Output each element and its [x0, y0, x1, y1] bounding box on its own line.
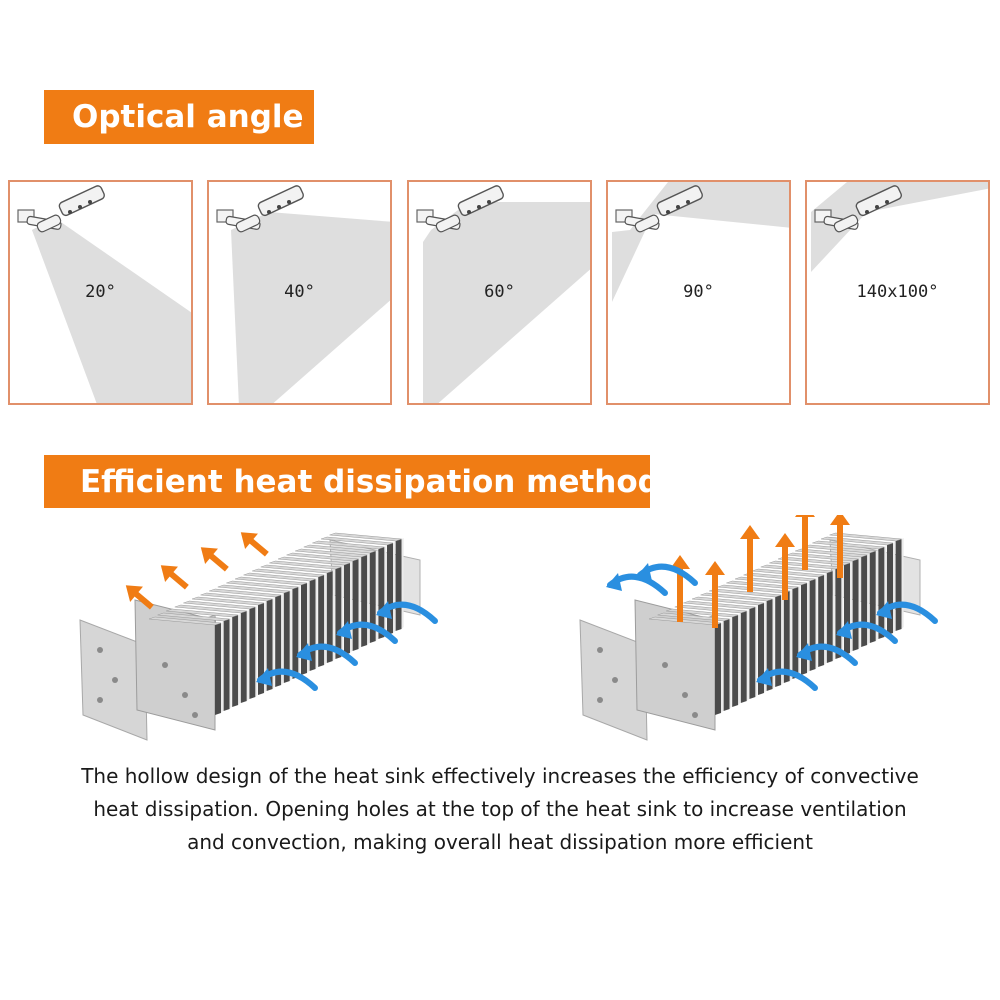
angle-label: 60°: [484, 282, 515, 302]
beam-40: [231, 212, 390, 403]
beam-20: [32, 218, 191, 403]
lamp-icon: [615, 185, 703, 233]
angle-label: 40°: [284, 282, 315, 302]
beam-90: [612, 182, 789, 302]
lamp-icon: [216, 185, 304, 233]
angle-label: 20°: [85, 282, 116, 302]
lamp-icon: [814, 185, 902, 233]
angle-panel-90: 90°: [606, 180, 791, 405]
angle-panel-60: 60°: [407, 180, 592, 405]
heat-dissipation-caption: The hollow design of the heat sink effec…: [40, 760, 960, 859]
angle-panel-20: 20°: [8, 180, 193, 405]
lamp-icon: [17, 185, 105, 233]
optical-angle-title: Optical angle: [44, 90, 314, 144]
lamp-icon: [416, 185, 504, 233]
caption-line: heat dissipation. Opening holes at the t…: [93, 797, 907, 821]
angle-panel-140x100: 140x100°: [805, 180, 990, 405]
beam-140x100: [811, 182, 988, 272]
angle-label: 140x100°: [856, 282, 939, 302]
heatsink-illustration-left: [79, 532, 438, 741]
caption-line: and convection, making overall heat diss…: [187, 830, 813, 854]
caption-line: The hollow design of the heat sink effec…: [81, 764, 919, 788]
angle-panel-40: 40°: [207, 180, 392, 405]
angle-label: 90°: [683, 282, 714, 302]
heatsink-illustration-right: [579, 515, 938, 741]
beam-60: [423, 202, 590, 403]
heat-dissipation-title: Efficient heat dissipation method: [44, 455, 660, 508]
